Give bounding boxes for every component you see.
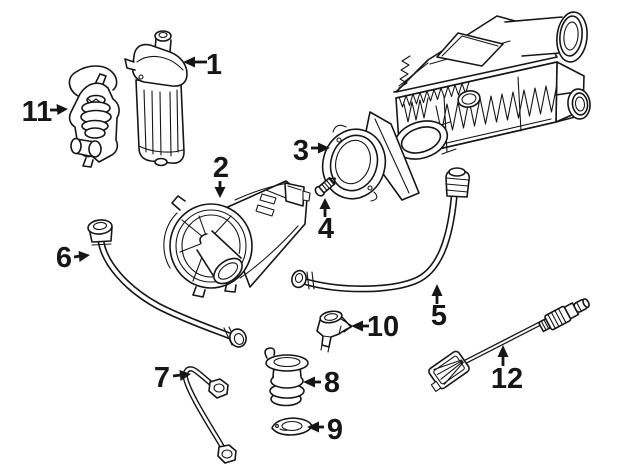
- callout-12-number: 12: [491, 363, 523, 395]
- air-pump-illustration: [163, 180, 311, 298]
- screw-illustration: [314, 176, 336, 197]
- callout-10-number: 10: [367, 311, 399, 343]
- check-valve-bracket-illustration: [68, 65, 120, 168]
- callout-2-number: 2: [213, 152, 229, 184]
- callout-3: 3: [293, 135, 330, 167]
- callout-8-number: 8: [324, 367, 340, 399]
- clip-10-illustration: [316, 310, 353, 353]
- callout-6-number: 6: [56, 242, 72, 274]
- callout-5-number: 5: [431, 300, 447, 332]
- callout-4: 4: [318, 198, 334, 245]
- pipe-7-illustration: [182, 366, 237, 464]
- gasket-9-illustration: [271, 417, 313, 436]
- callout-2: 2: [213, 152, 229, 198]
- callout-1: 1: [183, 49, 222, 81]
- callout-6: 6: [56, 242, 90, 274]
- callouts: 1 2 3 4 5 6 7: [22, 49, 523, 446]
- callout-7-number: 7: [154, 362, 170, 394]
- callout-3-number: 3: [293, 135, 309, 167]
- callout-10: 10: [351, 311, 399, 343]
- hose-5-illustration: [291, 167, 471, 293]
- callout-7: 7: [154, 362, 191, 394]
- air-cleaner-assembly-illustration: [393, 11, 591, 160]
- canister-illustration: [124, 30, 188, 167]
- callout-8: 8: [303, 367, 340, 399]
- callout-4-number: 4: [318, 213, 334, 245]
- callout-9: 9: [307, 414, 343, 446]
- hose-6-illustration: [87, 219, 247, 348]
- valve-8-illustration: [264, 347, 309, 407]
- callout-5: 5: [431, 284, 447, 332]
- callout-11-number: 11: [22, 96, 53, 128]
- callout-9-number: 9: [327, 414, 343, 446]
- oxygen-sensor-illustration: [428, 298, 590, 392]
- callout-11: 11: [22, 96, 68, 128]
- callout-1-number: 1: [206, 49, 222, 81]
- mounting-bracket-gasket-illustration: [321, 111, 420, 202]
- callout-12: 12: [491, 345, 523, 395]
